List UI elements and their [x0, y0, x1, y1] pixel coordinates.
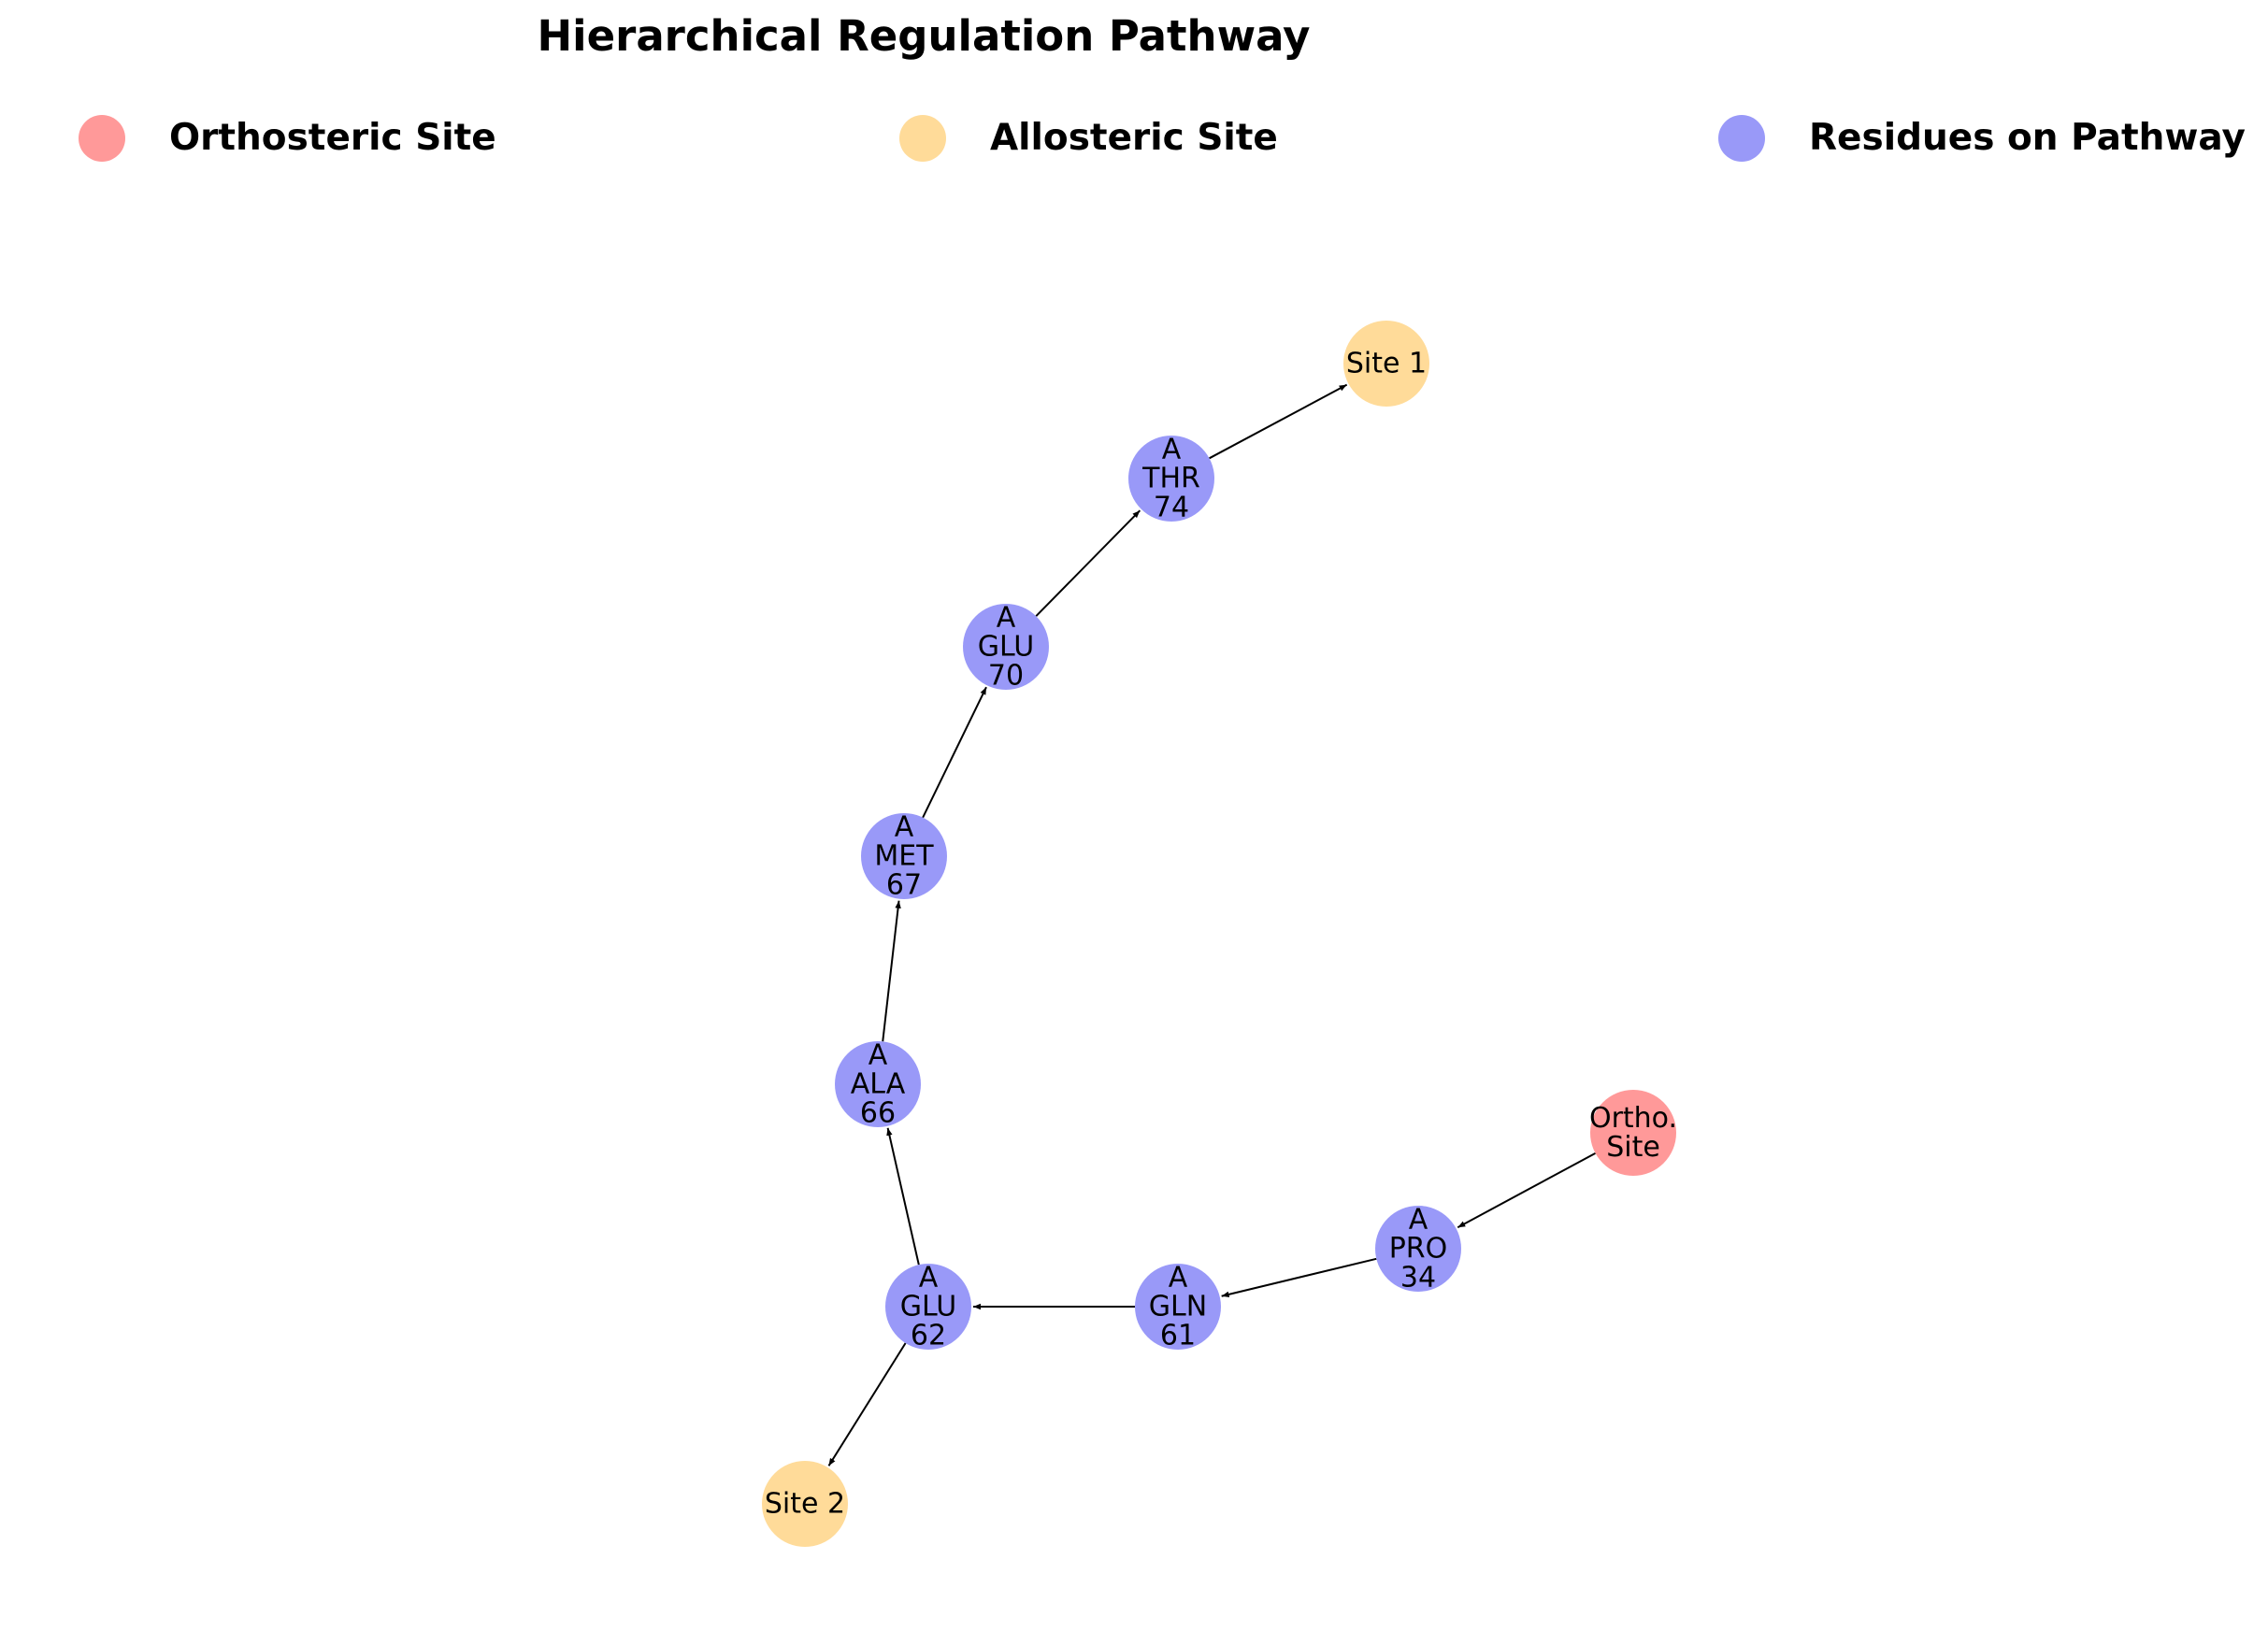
- node-circle-site1: [1343, 321, 1429, 407]
- node-label-line: Site 2: [765, 1488, 845, 1521]
- node-label-line: Site: [1606, 1131, 1660, 1164]
- edge-glu62-to-site2: [827, 1342, 907, 1466]
- edge-thr74-to-site1: [1209, 383, 1348, 460]
- node-circle-glu70: [963, 604, 1049, 690]
- legend-marker-residues: [1718, 115, 1765, 162]
- node-label-line: A: [1162, 434, 1182, 466]
- legend-label-orthosteric: Orthosteric Site: [169, 117, 496, 159]
- node-label-line: 61: [1160, 1320, 1196, 1352]
- node-label-site2: Site 2: [765, 1488, 845, 1521]
- legend-marker-orthosteric: [79, 115, 125, 162]
- edge-glu62-to-ala66: [886, 1127, 920, 1266]
- node-label-line: Ortho.: [1589, 1102, 1677, 1135]
- figure-title: Hierarchical Regulation Pathway: [537, 11, 1311, 61]
- node-label-line: 70: [988, 660, 1024, 693]
- node-circle-site2: [762, 1461, 848, 1547]
- node-label-ortho: Ortho.Site: [1589, 1102, 1677, 1164]
- edge-pro34-to-gln61: [1221, 1257, 1377, 1297]
- node-ortho: Ortho.Site: [1589, 1090, 1677, 1176]
- node-label-site1: Site 1: [1346, 348, 1427, 380]
- edge-ala66-to-met67: [882, 900, 901, 1042]
- node-circle-glu62: [885, 1264, 971, 1350]
- node-label-line: PRO: [1389, 1233, 1448, 1266]
- node-circle-ala66: [835, 1041, 921, 1127]
- node-label-line: ALA: [851, 1068, 906, 1101]
- node-label-line: GLN: [1149, 1291, 1207, 1323]
- node-label-line: Site 1: [1346, 348, 1427, 380]
- node-label-line: THR: [1141, 463, 1200, 495]
- legend-label-residues: Residues on Pathway: [1809, 117, 2246, 159]
- node-label-line: MET: [874, 840, 934, 873]
- node-label-line: 67: [886, 869, 922, 902]
- node-label-line: GLU: [900, 1291, 956, 1323]
- node-circle-ortho: [1590, 1090, 1676, 1176]
- node-label-line: GLU: [978, 631, 1034, 664]
- node-site2: Site 2: [762, 1461, 848, 1547]
- node-site1: Site 1: [1343, 321, 1429, 407]
- node-label-line: 66: [860, 1097, 896, 1130]
- node-circle-gln61: [1135, 1264, 1221, 1350]
- node-label-line: 74: [1154, 492, 1189, 524]
- node-circle-met67: [861, 813, 947, 899]
- edge-ortho-to-pro34: [1457, 1152, 1596, 1229]
- legend-label-allosteric: Allosteric Site: [990, 117, 1278, 159]
- legend-marker-allosteric: [899, 115, 946, 162]
- node-circle-thr74: [1128, 436, 1214, 522]
- edges-layer: [827, 383, 1596, 1466]
- legend: Orthosteric Site Allosteric Site Residue…: [0, 101, 2268, 176]
- edge-met67-to-glu70: [922, 686, 987, 819]
- node-label-line: A: [997, 602, 1016, 635]
- node-label-line: A: [1409, 1204, 1428, 1237]
- node-circle-pro34: [1375, 1206, 1461, 1292]
- node-label-line: A: [919, 1262, 939, 1295]
- node-label-line: A: [868, 1039, 888, 1072]
- node-label-line: A: [895, 811, 914, 844]
- node-label-line: 62: [911, 1320, 946, 1352]
- edge-glu70-to-thr74: [1035, 509, 1141, 617]
- node-label-line: A: [1169, 1262, 1188, 1295]
- node-label-line: 34: [1400, 1262, 1436, 1295]
